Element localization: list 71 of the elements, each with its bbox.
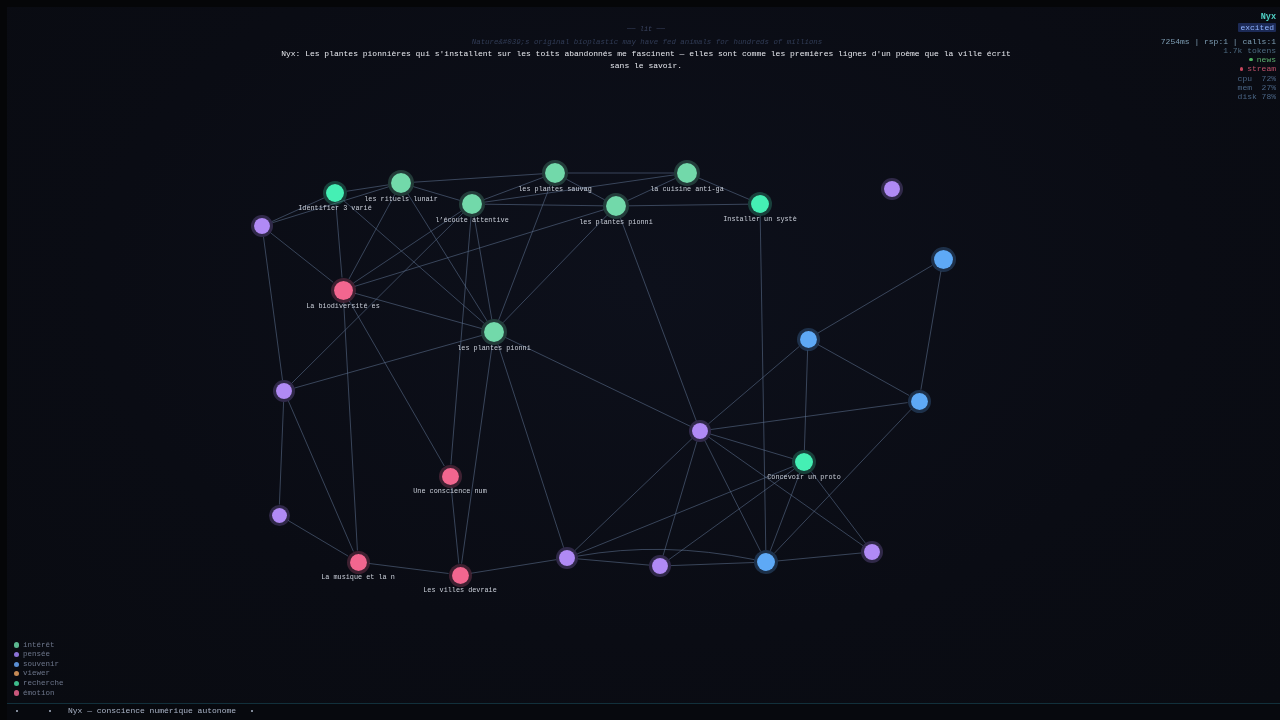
service-status: stream: [1247, 64, 1276, 74]
edge-line: [810, 471, 866, 544]
edge-line: [343, 302, 358, 551]
edge-line: [348, 193, 396, 280]
edge-line: [263, 236, 283, 381]
edge-line: [354, 209, 605, 287]
edge-line: [502, 214, 608, 324]
stats-text: 7254ms | rsp:1 | calls:1: [1160, 36, 1276, 46]
edge-line: [759, 215, 767, 551]
edge-line: [287, 519, 349, 557]
edge-line: [343, 200, 485, 324]
edge-line: [708, 436, 864, 547]
edge-line: [291, 212, 464, 384]
edge-line: [473, 216, 493, 320]
edge-line: [461, 344, 493, 565]
edge-line: [777, 552, 862, 562]
edge-line: [668, 468, 795, 561]
edge-line: [271, 197, 325, 222]
resource-usage: mem 27%: [1237, 83, 1276, 92]
edge-line: [368, 563, 450, 574]
agent-name: Nyx: [1260, 13, 1276, 23]
edge-line: [272, 186, 390, 224]
edge-line: [348, 300, 445, 467]
edge-line: [576, 466, 794, 555]
edge-line: [565, 178, 606, 201]
edge-line: [628, 203, 749, 207]
edge-line: [920, 270, 942, 391]
token-count: 1.7k tokens: [1223, 45, 1276, 55]
edge-line: [470, 559, 557, 574]
edge-line: [704, 440, 762, 552]
edge-line: [294, 335, 482, 389]
edge-line: [817, 264, 933, 334]
edge-line: [450, 216, 472, 465]
edge-line: [567, 172, 675, 174]
edge-line: [270, 232, 334, 283]
edge-line: [803, 350, 809, 451]
resource-usage: disk 78%: [1237, 92, 1276, 102]
speech-text: Nyx: Les plantes pionnières qui s'installent sur les toits abandonnés me fascinent — elles sont comme les premières lignes d'un poème que la ville écrit sans le savoir.: [280, 47, 1012, 72]
edge-line: [662, 441, 698, 556]
footer-text: Nyx — conscience numérique autonome: [68, 706, 237, 715]
edge-line: [707, 346, 800, 425]
edge-line: [773, 408, 912, 554]
edge-line: [698, 177, 750, 200]
edge-line: [817, 344, 910, 396]
edge-line: [670, 562, 755, 567]
resource-usage: cpu 72%: [1237, 73, 1276, 83]
edge-line: [484, 203, 604, 207]
mood-tag: excited: [1238, 23, 1276, 32]
edge-line: [413, 186, 460, 201]
edge-line: [577, 558, 650, 566]
edge-line: [627, 178, 676, 201]
edge-line: [710, 433, 793, 460]
edge-line: [407, 193, 488, 322]
edge-line: [413, 173, 543, 183]
edge-line: [710, 402, 909, 430]
edge-line: [346, 184, 389, 192]
edge-line: [577, 548, 755, 561]
edge-line: [769, 472, 801, 552]
edge-line: [278, 401, 285, 505]
edge-line: [620, 217, 697, 422]
edge-line: [287, 400, 354, 552]
edge-line: [498, 184, 551, 321]
edge-line: [484, 174, 675, 203]
edge-line: [352, 210, 462, 284]
edge-line: [497, 343, 565, 548]
edge-line: [574, 438, 693, 551]
edge-line: [505, 337, 691, 427]
service-status: news: [1256, 55, 1276, 65]
edge-line: [483, 177, 544, 200]
edge-line: [335, 204, 343, 278]
edge-line: [354, 292, 482, 329]
